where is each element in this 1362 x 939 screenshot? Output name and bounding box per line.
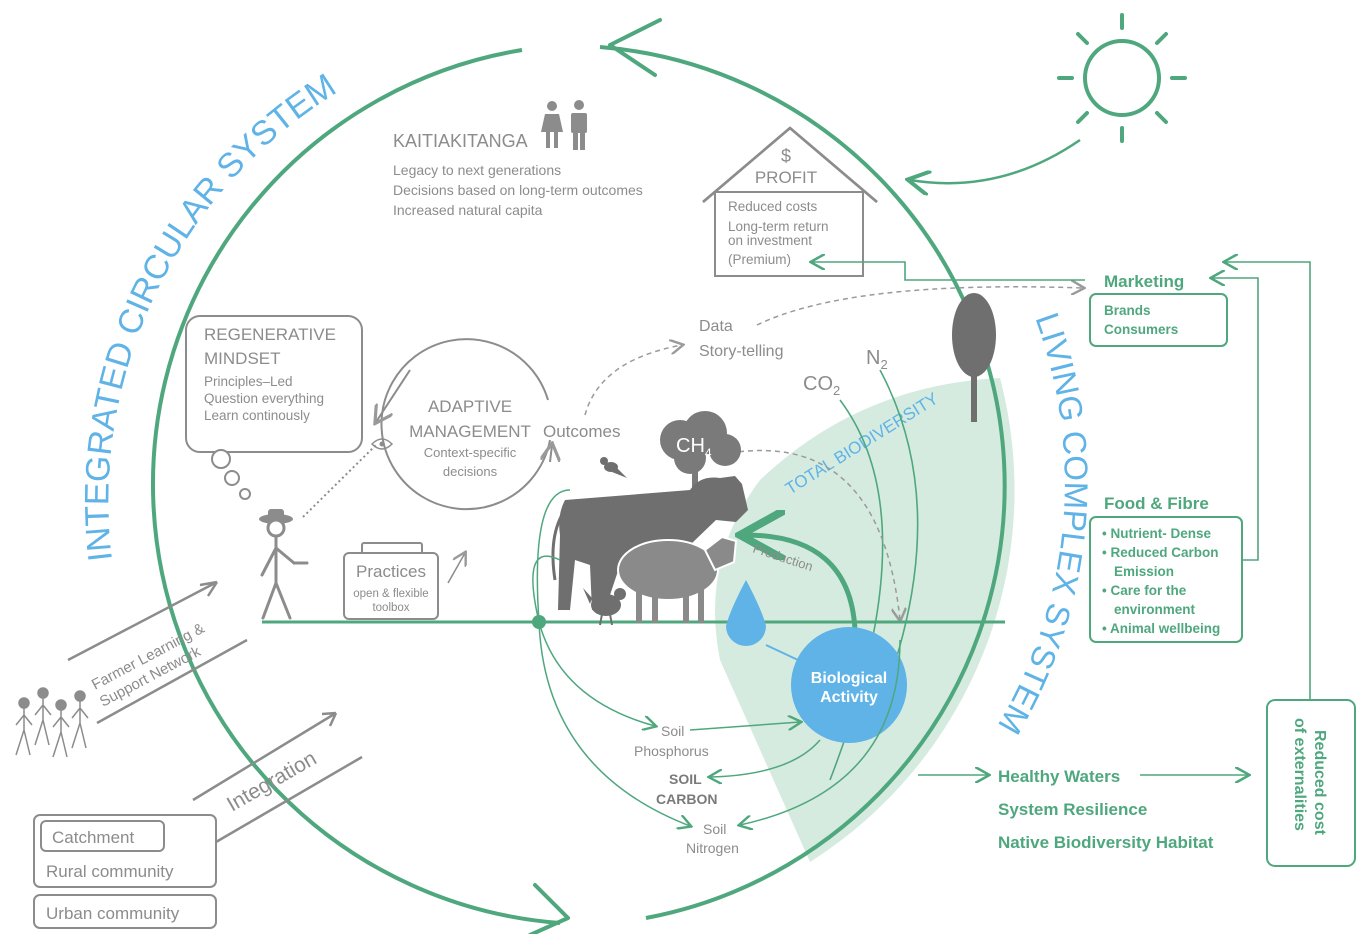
adaptive-sub: Context-specific	[424, 445, 517, 460]
marketing-title: Marketing	[1104, 272, 1184, 291]
production-arrow	[745, 535, 858, 631]
kaitiakitanga-section: KAITIAKITANGA Legacy to next generations…	[393, 100, 643, 218]
mindset-title: REGENERATIVE	[204, 325, 336, 344]
adaptive-management-cycle: ADAPTIVE MANAGEMENT Context-specific dec…	[376, 338, 620, 511]
soil-nitrogen-label: Nitrogen	[686, 840, 739, 856]
profit-title: PROFIT	[755, 168, 817, 187]
regenerative-mindset-bubble: REGENERATIVE MINDSET Principles–Led Ques…	[185, 315, 363, 500]
food-fibre-item: environment	[1114, 602, 1196, 617]
co2-label: CO2	[803, 373, 840, 398]
rural-community-label: Rural community	[46, 862, 174, 881]
farmer-network-arrow	[67, 580, 248, 725]
dollar-symbol: $	[781, 146, 791, 166]
practices-arrow	[447, 553, 465, 584]
mindset-title: MINDSET	[204, 349, 281, 368]
methane-flow	[729, 449, 900, 620]
sun-icon	[1057, 13, 1187, 143]
eye-icon	[370, 438, 394, 450]
biological-activity-circle	[791, 627, 907, 743]
integration-arrow	[192, 711, 363, 844]
food-fibre-item: • Nutrient- Dense	[1102, 526, 1211, 541]
chicken-icon	[583, 588, 626, 626]
soil-flow-lines	[532, 489, 901, 826]
profit-line: Long-term return	[728, 219, 829, 234]
externalities-to-marketing-arrow	[1225, 262, 1311, 700]
integrated-circle	[150, 18, 1007, 937]
bird-icon	[600, 457, 627, 478]
food-fibre-item: • Animal wellbeing	[1102, 621, 1220, 636]
outcome-item: System Resilience	[998, 800, 1147, 819]
sun-arrow	[910, 138, 1081, 183]
n2-label: N2	[866, 347, 888, 372]
marketing-item: Brands	[1104, 303, 1151, 318]
soil-nitrogen-label: Soil	[703, 821, 726, 837]
biological-label: Activity	[820, 689, 878, 706]
profit-line: on investment	[728, 233, 812, 248]
food-fibre-title: Food & Fibre	[1104, 494, 1209, 513]
externalities-label: Reduced cost	[1311, 730, 1328, 836]
farmers-group-icon	[15, 687, 89, 758]
kaitiakitanga-line: Legacy to next generations	[393, 162, 561, 178]
ch4-label: CH4	[676, 435, 712, 460]
data-flow: Data Story-telling	[584, 287, 1083, 416]
farmer-icon	[259, 509, 309, 620]
water-drop-icon	[726, 580, 766, 646]
living-system-region	[715, 378, 1015, 862]
adaptive-sub: decisions	[443, 464, 498, 479]
profit-line: Reduced costs	[728, 199, 818, 214]
profit-line: (Premium)	[728, 252, 791, 267]
kaitiakitanga-line: Decisions based on long-term outcomes	[393, 182, 643, 198]
kaitiakitanga-title: KAITIAKITANGA	[393, 131, 528, 151]
urban-community-label: Urban community	[46, 904, 180, 923]
soil-carbon-label: SOIL	[669, 771, 702, 787]
externalities-box: Reduced cost of externalities	[1266, 699, 1356, 867]
biological-label: Biological	[811, 670, 887, 687]
externalities-label: of externalities	[1291, 718, 1308, 831]
integration-label: Integration	[223, 747, 320, 817]
outcome-item: Healthy Waters	[998, 767, 1120, 786]
practices-sub: toolbox	[372, 602, 409, 614]
methane-cloud-icon: CH4	[660, 411, 741, 487]
mindset-line: Learn continously	[204, 408, 310, 423]
kaitiakitanga-line: Increased natural capita	[393, 202, 543, 218]
marketing-item: Consumers	[1104, 322, 1178, 337]
adaptive-title: MANAGEMENT	[409, 422, 531, 441]
practices-title: Practices	[356, 562, 426, 581]
soil-phosphorus-label: Phosphorus	[634, 743, 709, 759]
people-icon	[541, 100, 587, 150]
practices-sub: open & flexible	[353, 588, 428, 600]
observe-line	[302, 444, 377, 518]
adaptive-title: ADAPTIVE	[428, 397, 512, 416]
storytelling-label: Story-telling	[699, 343, 783, 360]
data-label: Data	[699, 318, 733, 335]
outcome-item: Native Biodiversity Habitat	[998, 833, 1214, 852]
mindset-line: Question everything	[204, 391, 324, 406]
mindset-line: Principles–Led	[204, 374, 293, 389]
food-to-marketing-arrow	[1212, 278, 1259, 561]
outcomes-label: Outcomes	[543, 422, 620, 441]
soil-carbon-label: CARBON	[656, 791, 717, 807]
marketing-to-profit-arrow	[812, 262, 1085, 281]
food-fibre-item: • Care for the	[1102, 583, 1187, 598]
food-fibre-box: Food & Fibre • Nutrient- Dense • Reduced…	[1089, 494, 1243, 643]
soil-phosphorus-label: Soil	[661, 723, 684, 739]
practices-toolbox: Practices open & flexible toolbox	[343, 542, 439, 620]
communities-box: Catchment Rural community Urban communit…	[33, 814, 217, 929]
tree-icon	[952, 293, 996, 422]
integrated-circular-system-label: INTEGRATED CIRCULAR SYSTEM	[78, 67, 342, 564]
food-fibre-item: Emission	[1114, 564, 1174, 579]
water-link	[765, 644, 799, 661]
food-fibre-item: • Reduced Carbon	[1102, 545, 1219, 560]
sheep-icon	[617, 535, 738, 623]
marketing-box: Marketing Brands Consumers	[1089, 272, 1228, 347]
catchment-label: Catchment	[52, 828, 134, 847]
